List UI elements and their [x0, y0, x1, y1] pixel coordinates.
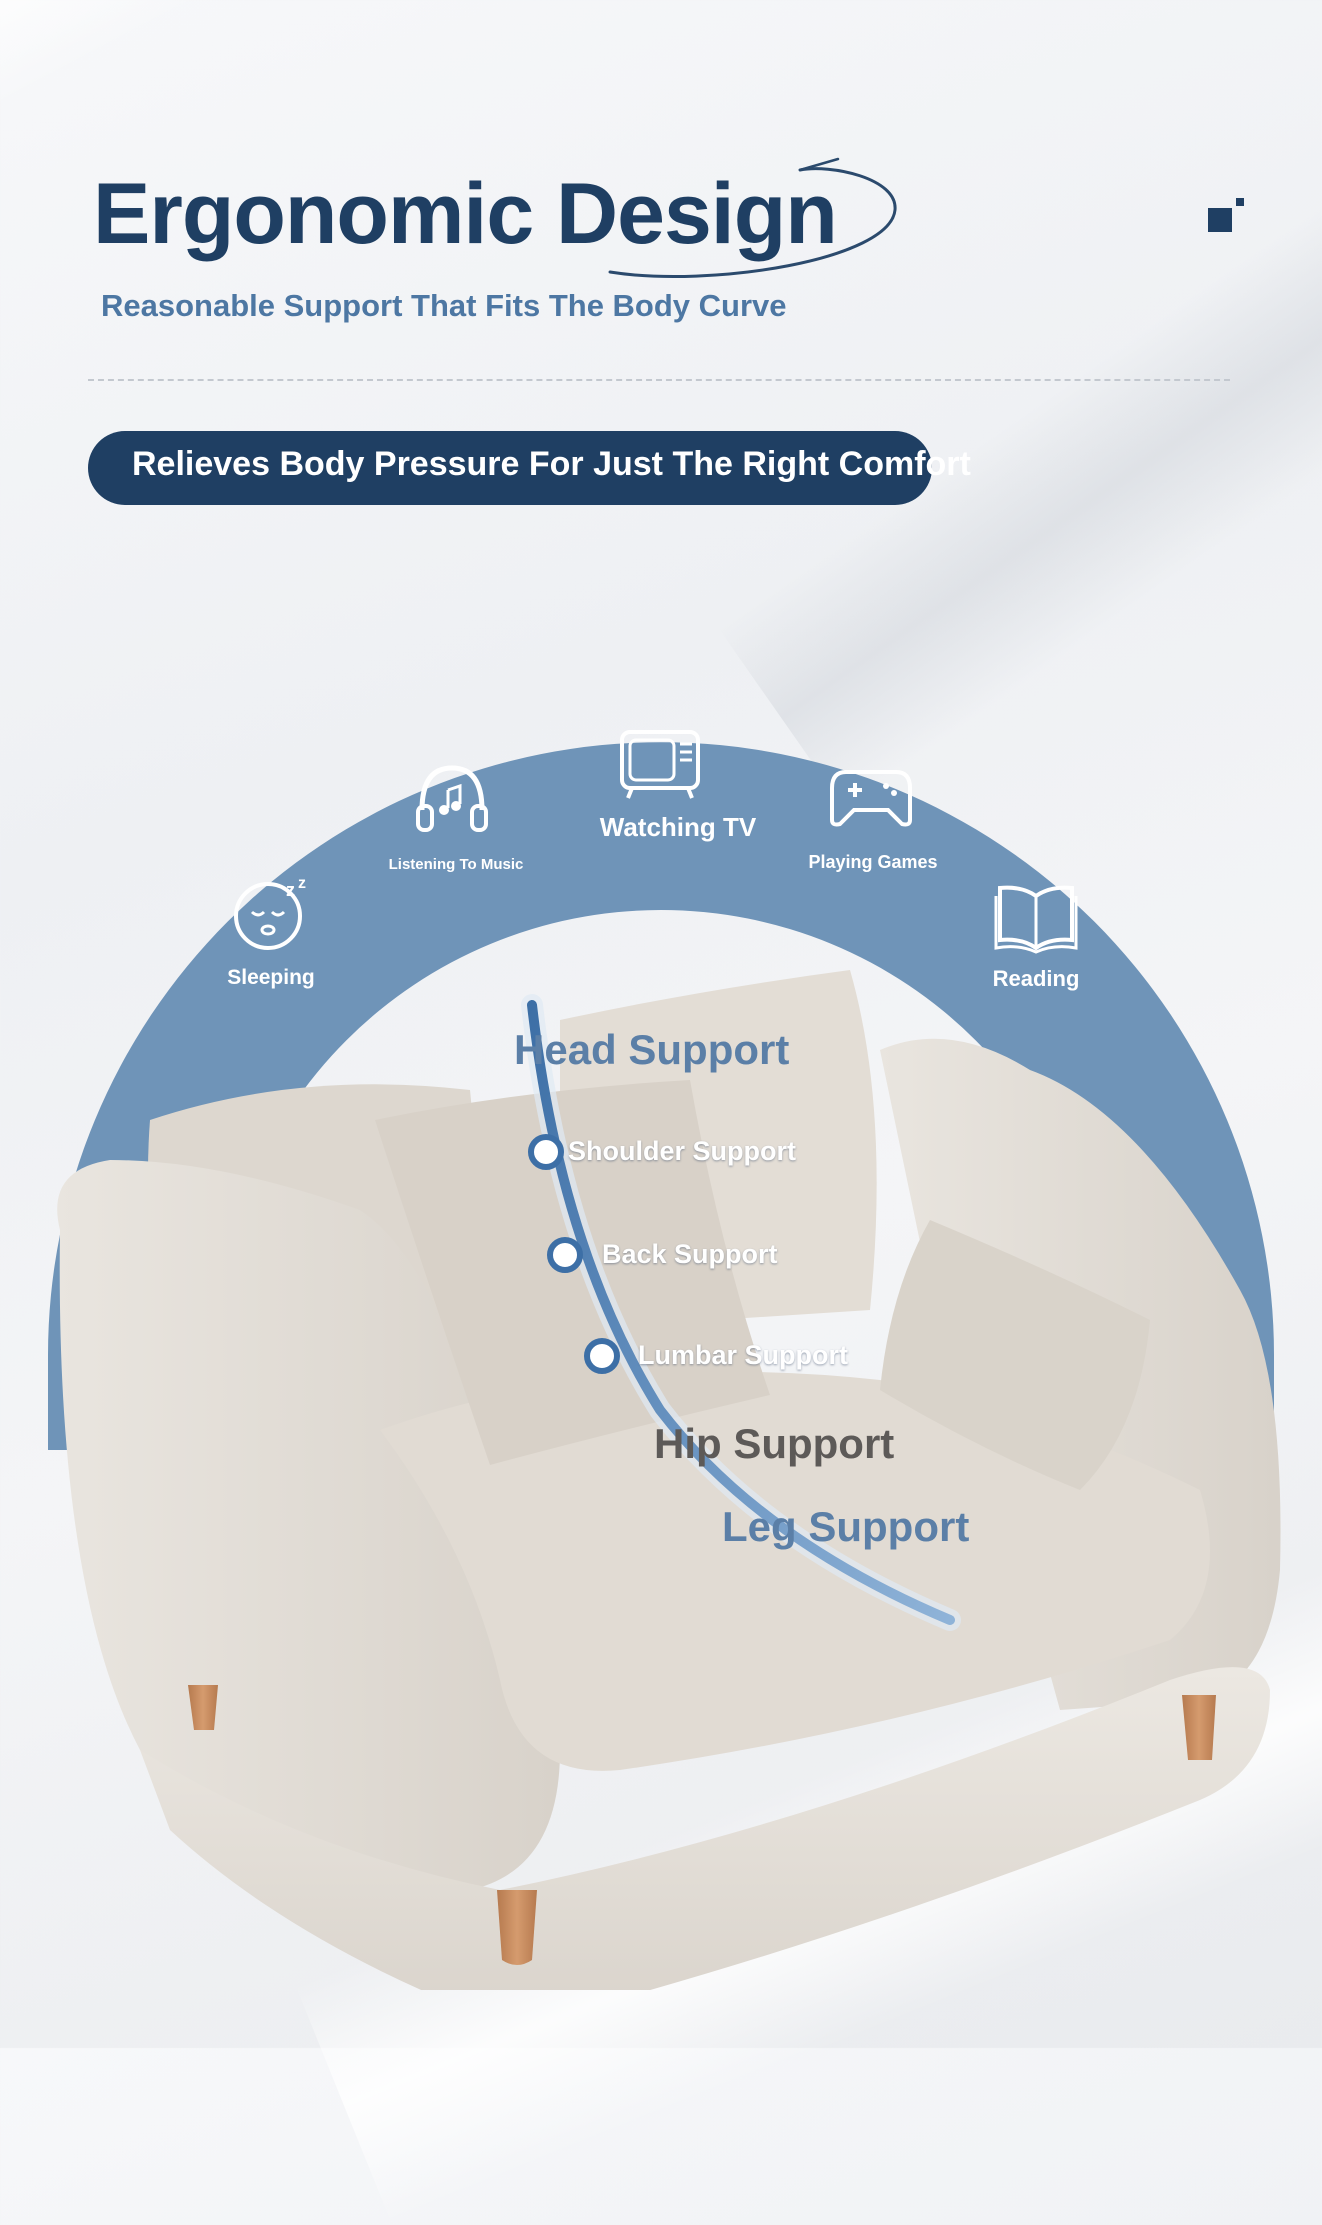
headphones-icon — [416, 765, 488, 832]
activity-label-playing-games: Playing Games — [808, 852, 938, 872]
corner-square-mark — [1208, 198, 1244, 232]
support-label-shoulder: Shoulder Support — [568, 1136, 796, 1166]
page-subtitle: Reasonable Support That Fits The Body Cu… — [101, 288, 787, 323]
support-label-hip: Hip Support — [654, 1420, 895, 1467]
support-label-head: Head Support — [514, 1026, 790, 1073]
activity-label-watching-tv: Watching TV — [599, 812, 757, 842]
support-label-leg: Leg Support — [722, 1503, 970, 1550]
support-label-lumbar: Lumbar Support — [638, 1340, 848, 1370]
page-title: Ergonomic Design — [93, 166, 838, 262]
activity-label-reading: Reading — [992, 966, 1080, 991]
background-fold — [0, 0, 709, 157]
feature-banner — [88, 431, 932, 505]
sleeping-face-icon: z z — [234, 875, 306, 950]
dashed-divider — [88, 379, 1230, 381]
svg-text:z: z — [286, 880, 295, 900]
support-label-back: Back Support — [602, 1239, 778, 1269]
activity-label-sleeping: Sleeping — [227, 966, 315, 989]
back-support-dot — [547, 1237, 583, 1273]
book-icon — [994, 885, 1078, 954]
gamepad-icon — [830, 770, 912, 827]
lumbar-support-dot — [584, 1338, 620, 1374]
tv-icon — [620, 730, 700, 799]
shoulder-support-dot — [528, 1134, 564, 1170]
background-fold — [294, 1534, 1322, 2225]
feature-banner-text: Relieves Body Pressure For Just The Righ… — [132, 445, 971, 483]
svg-text:z: z — [298, 875, 306, 892]
activity-label-listening-to-music: Listening To Music — [388, 856, 524, 873]
